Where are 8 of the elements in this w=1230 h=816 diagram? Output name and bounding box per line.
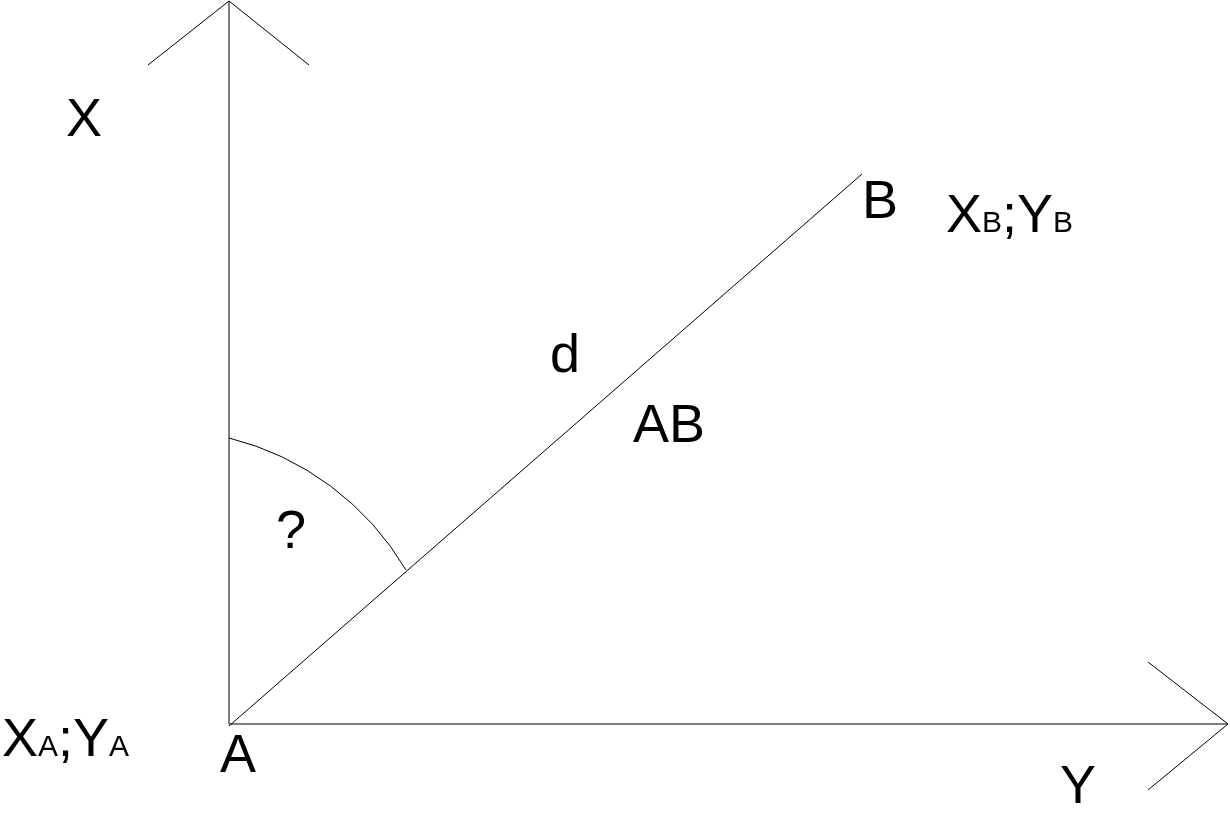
distance-label: AB	[633, 396, 706, 450]
axis-label: Y	[1060, 757, 1097, 811]
distance-label: d	[550, 326, 581, 380]
axis-label: X	[66, 90, 103, 144]
point-label: A	[220, 726, 257, 780]
point-label: B	[862, 172, 899, 226]
angle-label: ?	[276, 502, 307, 556]
line-segment	[228, 173, 863, 727]
